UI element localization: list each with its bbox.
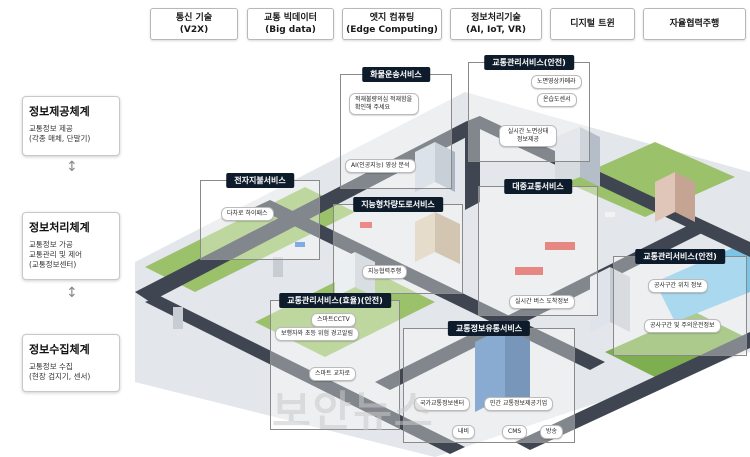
toll-label: 다차로 하이패스 (221, 207, 274, 221)
its-road-service-title: 지능형차량도로서비스 (353, 197, 443, 212)
road (145, 296, 465, 454)
freight-label-2: AI(인공지능) 영상 분석 (345, 159, 416, 173)
toll-service-box: 전자지불서비스 다차로 하이패스 (200, 173, 320, 260)
public-transit-label: 실시간 버스 도착정보 (509, 295, 575, 309)
freight-label-1: 적재불량의심 적재함을 확인해 주세요 (349, 93, 419, 115)
its-road-label: 지능협력주행 (362, 265, 408, 279)
smart-cctv-label: 스마트CCTV (311, 313, 356, 327)
tech-label: 통신 기술 (175, 13, 213, 23)
smart-city-map: 화물운송서비스 적재불량의심 적재함을 확인해 주세요 AI(인공지능) 영상 … (135, 52, 750, 457)
system-provide-box: 정보제공체계 교통정보 제공 (각종 매체, 단말기) (22, 96, 120, 156)
freight-service-title: 화물운송서비스 (362, 67, 430, 82)
road (465, 116, 750, 257)
car-icon (605, 212, 615, 217)
bus-icon (515, 267, 543, 275)
tech-v2x: 통신 기술 (V2X) (150, 8, 238, 40)
watermark: 보안뉴스 (272, 387, 435, 436)
tech-sublabel: (V2X) (179, 25, 209, 35)
system-process-title: 정보처리체계 (29, 221, 90, 234)
traffic-mgmt-safe-right-title: 교통관리서비스(안전) (635, 249, 725, 264)
desc-line: (현장 검지기, 센서) (29, 372, 91, 381)
info-dist-box: 교통정보유통서비스 국가교통정보센터 민간 교통정보제공기업 내비 CMS 방송 (403, 321, 575, 443)
construction-label: 공사구간 위치 정보 (648, 279, 708, 293)
technology-row: 통신 기술 (V2X) 교통 빅데이터 (Big data) 엣지 컴퓨팅 (E… (150, 8, 746, 40)
system-provide-title: 정보제공체계 (29, 105, 90, 118)
system-process-desc: 교통정보 가공 교통관리 및 제어 (교통정보센터) (29, 240, 113, 270)
tech-edge: 엣지 컴퓨팅 (Edge Computing) (342, 8, 442, 40)
tech-label: 엣지 컴퓨팅 (369, 13, 415, 23)
tech-label: 정보처리기술 (471, 13, 521, 23)
bus-icon (545, 242, 575, 250)
tech-label: 디지털 트윈 (570, 19, 615, 29)
bridge-pillar (273, 257, 283, 277)
pedestrian-warning-label: 보행자와 초등 위험 경고알림 (275, 327, 359, 341)
traffic-mgmt-safe-top-box: 교통관리서비스(안전) 노면영상카메라 온습도센서 실시간 노면상태 정보제공 (468, 55, 590, 162)
tech-digital-twin: 디지털 트윈 (550, 8, 635, 40)
traffic-label-camera: 노면영상카메라 (531, 75, 582, 89)
toll-service-title: 전자지불서비스 (226, 173, 294, 188)
car-icon (295, 242, 305, 247)
traffic-mgmt-eff-box: 교통관리서비스(효율)(안전) 스마트CCTV 보행자와 초등 위험 경고알림 … (270, 293, 400, 430)
national-center-label: 국가교통정보센터 (414, 397, 471, 411)
system-provide-desc: 교통정보 제공 (각종 매체, 단말기) (29, 124, 113, 144)
system-collect-box: 정보수집체계 교통정보 수집 (현장 검지기, 센서) (22, 334, 120, 392)
navi-label: 내비 (452, 425, 476, 439)
cms-label: CMS (502, 425, 528, 439)
info-dist-title: 교통정보유통서비스 (447, 321, 531, 336)
tech-sublabel: (Edge Computing) (346, 25, 438, 35)
freight-service-box: 화물운송서비스 적재불량의심 적재함을 확인해 주세요 AI(인공지능) 영상 … (340, 67, 452, 189)
broadcast-label: 방송 (540, 425, 564, 439)
road (515, 332, 750, 450)
public-transit-title: 대중교통서비스 (504, 179, 572, 194)
tech-label: 교통 빅데이터 (264, 13, 317, 23)
traffic-mgmt-safe-top-title: 교통관리서비스(안전) (484, 55, 574, 70)
system-process-box: 정보처리체계 교통정보 가공 교통관리 및 제어 (교통정보센터) (22, 212, 120, 280)
car-icon (360, 222, 372, 228)
traffic-label-sensor: 온습도센서 (537, 93, 577, 107)
public-transit-box: 대중교통서비스 실시간 버스 도착정보 (478, 179, 598, 316)
private-company-label: 민간 교통정보제공기업 (484, 397, 554, 411)
system-collect-desc: 교통정보 수집 (현장 검지기, 센서) (29, 362, 113, 382)
traffic-mgmt-eff-title: 교통관리서비스(효율)(안전) (279, 293, 391, 308)
construction-caution-label: 공사구간 및 주의운전정보 (644, 319, 721, 333)
desc-line: (각종 매체, 단말기) (29, 134, 91, 143)
tech-bigdata: 교통 빅데이터 (Big data) (247, 8, 334, 40)
its-road-service-box: 지능형차량도로서비스 지능협력주행 (333, 197, 463, 294)
double-arrow-icon: ↕ (66, 285, 78, 301)
double-arrow-icon: ↕ (66, 159, 78, 175)
grass-area (565, 142, 735, 217)
desc-line: 교통정보 가공 (29, 240, 73, 249)
bridge-pillar (173, 307, 183, 329)
traffic-mgmt-safe-right-box: 교통관리서비스(안전) 공사구간 위치 정보 공사구간 및 주의운전정보 (613, 249, 747, 356)
tech-processing: 정보처리기술 (AI, IoT, VR) (450, 8, 542, 40)
tech-autonomous: 자율협력주행 (643, 8, 746, 40)
smart-intersection-label: 스마트 교차로 (309, 367, 357, 381)
building-group (335, 127, 695, 412)
desc-line: 교통정보 수집 (29, 362, 73, 371)
tech-label: 자율협력주행 (669, 19, 720, 29)
desc-line: (교통정보센터) (29, 260, 77, 269)
system-collect-title: 정보수집체계 (29, 343, 90, 356)
desc-line: 교통관리 및 제어 (29, 250, 83, 259)
tech-sublabel: (AI, IoT, VR) (466, 25, 526, 35)
desc-line: 교통정보 제공 (29, 124, 73, 133)
traffic-label-road: 실시간 노면상태 정보제공 (499, 125, 557, 147)
tech-sublabel: (Big data) (265, 25, 316, 35)
